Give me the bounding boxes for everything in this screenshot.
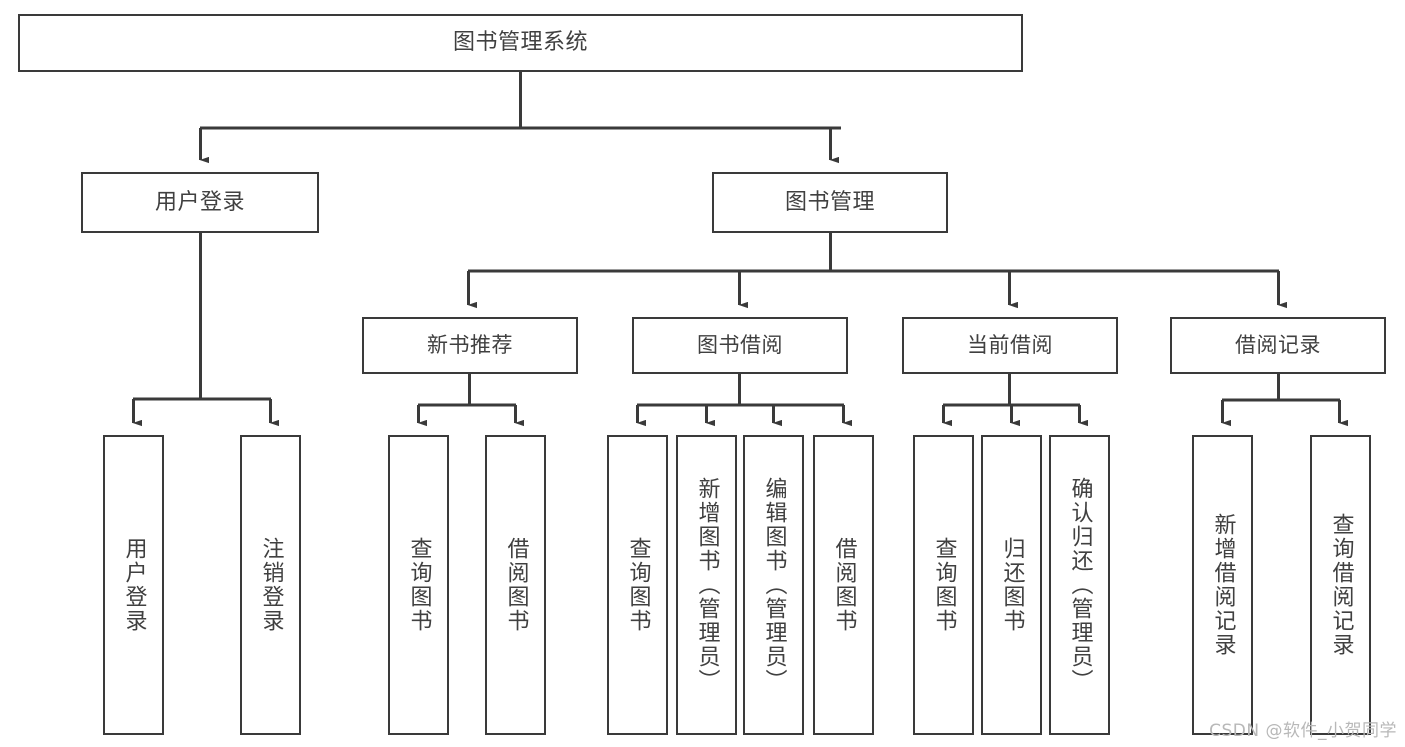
node-label-leaf-borrow-book-2: 借阅图书 — [831, 537, 857, 633]
node-leaf-query-book-3[interactable]: 查询图书 — [913, 435, 974, 735]
node-book-borrow[interactable]: 图书借阅 — [632, 317, 848, 374]
node-user-login[interactable]: 用户登录 — [81, 172, 319, 233]
node-label-leaf-add-record: 新增借阅记录 — [1210, 513, 1236, 657]
node-leaf-query-record[interactable]: 查询借阅记录 — [1310, 435, 1371, 735]
node-book-manage[interactable]: 图书管理 — [712, 172, 948, 233]
node-label-leaf-return-book: 归还图书 — [999, 537, 1025, 633]
node-leaf-query-book-2[interactable]: 查询图书 — [607, 435, 668, 735]
node-label-book-manage: 图书管理 — [784, 189, 875, 215]
node-leaf-edit-book[interactable]: 编辑图书（管理员） — [743, 435, 804, 735]
node-label-current-borrow: 当前借阅 — [967, 333, 1053, 358]
node-leaf-add-record[interactable]: 新增借阅记录 — [1192, 435, 1253, 735]
node-label-leaf-query-book-2: 查询图书 — [625, 537, 651, 633]
node-label-leaf-borrow-book-1: 借阅图书 — [503, 537, 529, 633]
node-leaf-borrow-book-2[interactable]: 借阅图书 — [813, 435, 874, 735]
node-label-leaf-edit-book: 编辑图书（管理员） — [761, 477, 787, 693]
node-leaf-add-book[interactable]: 新增图书（管理员） — [676, 435, 737, 735]
node-label-leaf-user-login: 用户登录 — [121, 537, 147, 633]
node-label-leaf-logout: 注销登录 — [258, 537, 284, 633]
node-leaf-user-login[interactable]: 用户登录 — [103, 435, 164, 735]
node-label-leaf-query-record: 查询借阅记录 — [1328, 513, 1354, 657]
node-label-book-borrow: 图书借阅 — [697, 333, 783, 358]
node-root[interactable]: 图书管理系统 — [18, 14, 1023, 72]
node-label-new-book-rec: 新书推荐 — [427, 333, 513, 358]
node-label-leaf-query-book-3: 查询图书 — [931, 537, 957, 633]
node-label-root: 图书管理系统 — [452, 30, 588, 56]
node-leaf-return-book[interactable]: 归还图书 — [981, 435, 1042, 735]
node-borrow-record[interactable]: 借阅记录 — [1170, 317, 1386, 374]
node-label-leaf-add-book: 新增图书（管理员） — [694, 477, 720, 693]
node-current-borrow[interactable]: 当前借阅 — [902, 317, 1118, 374]
node-leaf-query-book-1[interactable]: 查询图书 — [388, 435, 449, 735]
node-new-book-rec[interactable]: 新书推荐 — [362, 317, 578, 374]
node-leaf-borrow-book-1[interactable]: 借阅图书 — [485, 435, 546, 735]
node-label-borrow-record: 借阅记录 — [1235, 333, 1321, 358]
node-label-leaf-query-book-1: 查询图书 — [406, 537, 432, 633]
node-leaf-confirm-return[interactable]: 确认归还（管理员） — [1049, 435, 1110, 735]
node-leaf-logout[interactable]: 注销登录 — [240, 435, 301, 735]
node-label-leaf-confirm-return: 确认归还（管理员） — [1067, 477, 1093, 693]
node-label-user-login: 用户登录 — [154, 189, 245, 215]
